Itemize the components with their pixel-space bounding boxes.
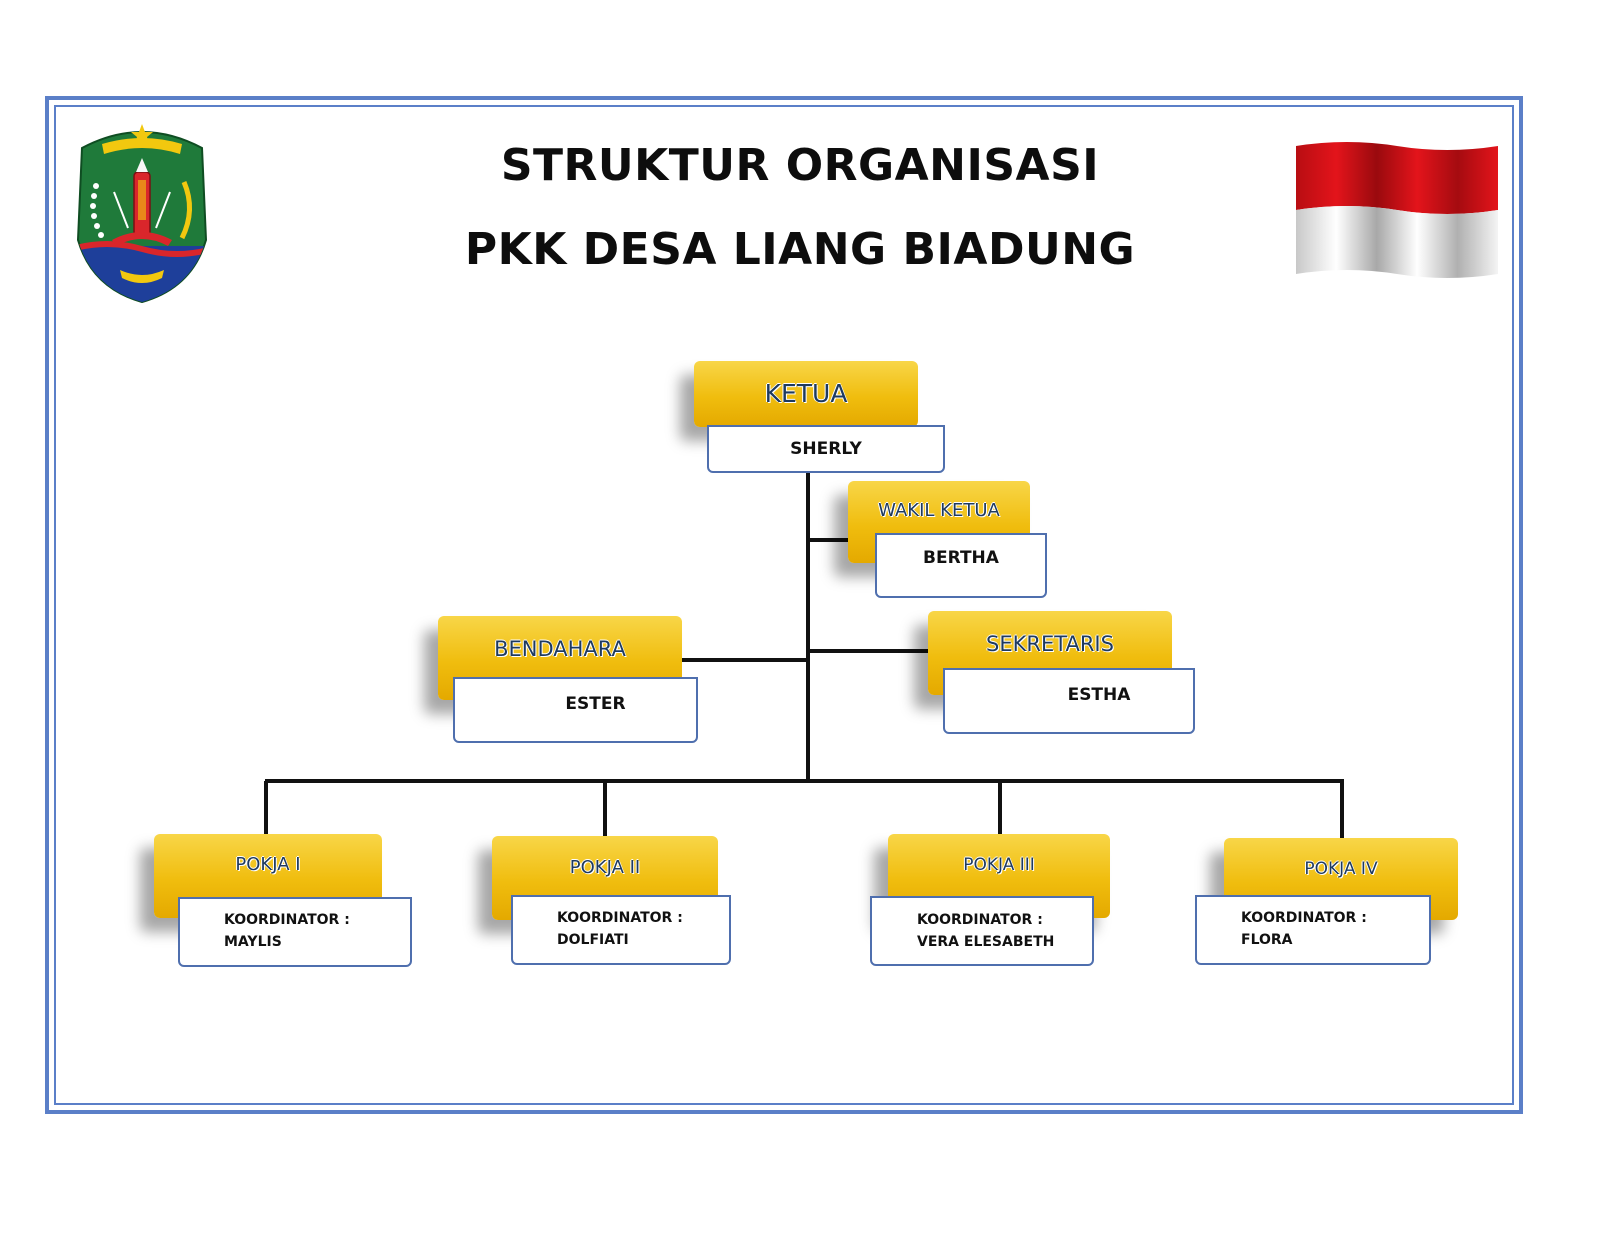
outer-border-frame <box>45 96 1523 1114</box>
name-value: VERA ELESABETH <box>917 934 1055 950</box>
name-box-pokja-1: KOORDINATOR : MAYLIS <box>178 897 412 967</box>
indonesia-flag-icon <box>1296 142 1498 278</box>
role-label: POKJA IV <box>1304 859 1378 879</box>
name-box-wakil-ketua: BERTHA <box>875 533 1047 598</box>
role-label: SEKRETARIS <box>986 632 1114 656</box>
name-value: FLORA <box>1241 932 1293 948</box>
name-box-pokja-2: KOORDINATOR : DOLFIATI <box>511 895 731 965</box>
name-value: ESTER <box>565 694 626 714</box>
name-box-ketua: SHERLY <box>707 425 945 473</box>
name-box-pokja-3: KOORDINATOR : VERA ELESABETH <box>870 896 1094 966</box>
role-ketua: KETUA <box>694 361 918 427</box>
role-label: POKJA III <box>963 855 1035 875</box>
name-box-sekretaris: ESTHA <box>943 668 1195 734</box>
koordinator-label: KOORDINATOR : <box>224 912 350 928</box>
name-value: SHERLY <box>790 439 862 459</box>
role-label: POKJA II <box>569 857 641 878</box>
role-label: POKJA I <box>235 854 301 875</box>
title-line-1: STRUKTUR ORGANISASI <box>500 140 1100 191</box>
koordinator-label: KOORDINATOR : <box>1241 910 1367 926</box>
name-box-pokja-4: KOORDINATOR : FLORA <box>1195 895 1431 965</box>
role-label: BENDAHARA <box>494 637 626 661</box>
kabupaten-nunukan-emblem-icon <box>76 124 208 304</box>
title-line-2: PKK DESA LIANG BIADUNG <box>464 224 1136 275</box>
name-value: MAYLIS <box>224 934 282 950</box>
name-value: DOLFIATI <box>557 932 629 948</box>
inner-border-frame <box>54 105 1514 1105</box>
koordinator-label: KOORDINATOR : <box>557 910 683 926</box>
role-label: KETUA <box>764 379 848 408</box>
role-label: WAKIL KETUA <box>878 500 1000 521</box>
koordinator-label: KOORDINATOR : <box>917 912 1043 928</box>
name-box-bendahara: ESTER <box>453 677 698 743</box>
name-value: ESTHA <box>1067 685 1131 705</box>
name-value: BERTHA <box>923 548 999 568</box>
